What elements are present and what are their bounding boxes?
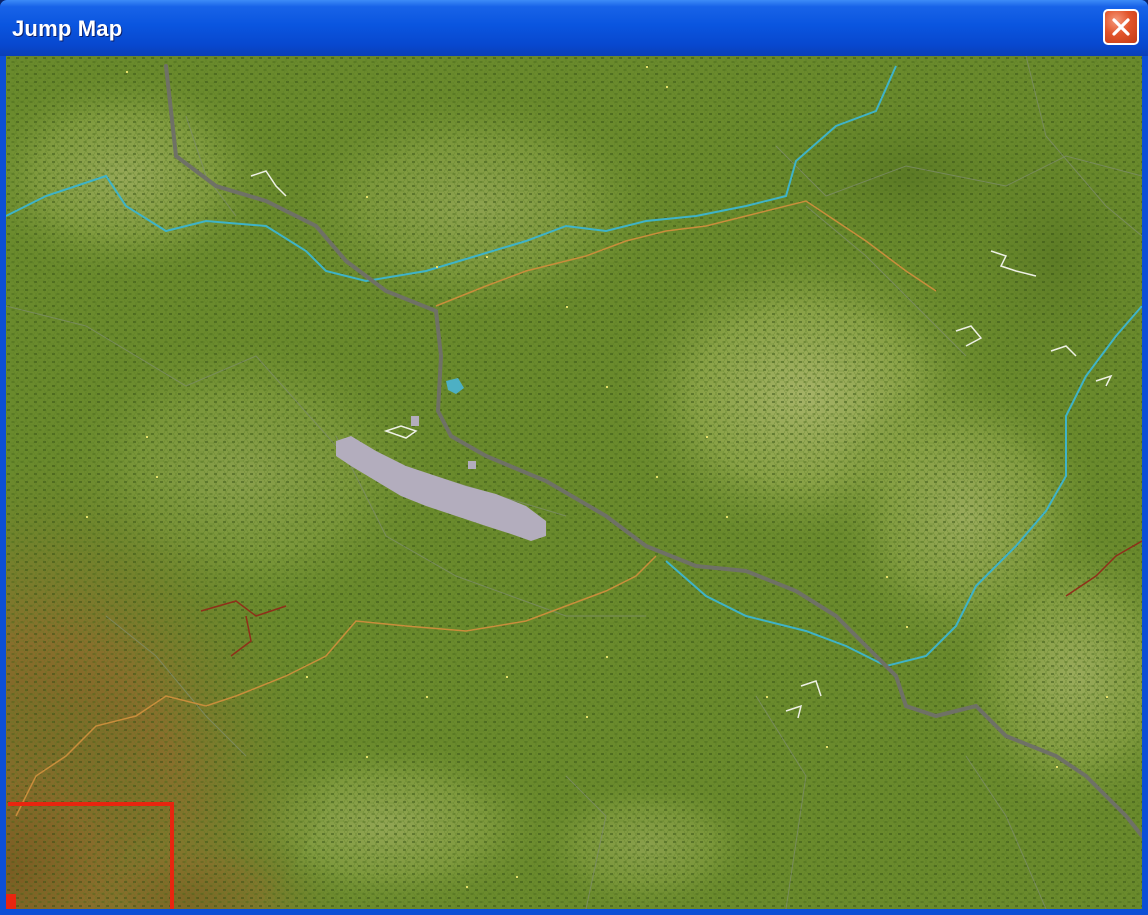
close-button[interactable] [1103,9,1139,45]
map-area[interactable] [6,56,1142,909]
hex-grid [6,56,1142,909]
window-title: Jump Map [12,16,123,41]
terrain-map[interactable] [6,56,1142,909]
road [164,64,1142,838]
buildings [250,170,1113,719]
current-view-rectangle[interactable] [6,802,174,909]
title-bar[interactable]: Jump Map [0,0,1148,56]
close-icon [1112,18,1130,36]
stream [200,540,1142,657]
farm-markers [86,66,1108,888]
window-frame-bottom [0,909,1148,915]
window-frame-left [0,56,6,909]
window-frame-right [1142,56,1148,909]
trail [15,200,937,817]
town [336,416,546,541]
pond [446,378,464,394]
river [6,65,1142,668]
